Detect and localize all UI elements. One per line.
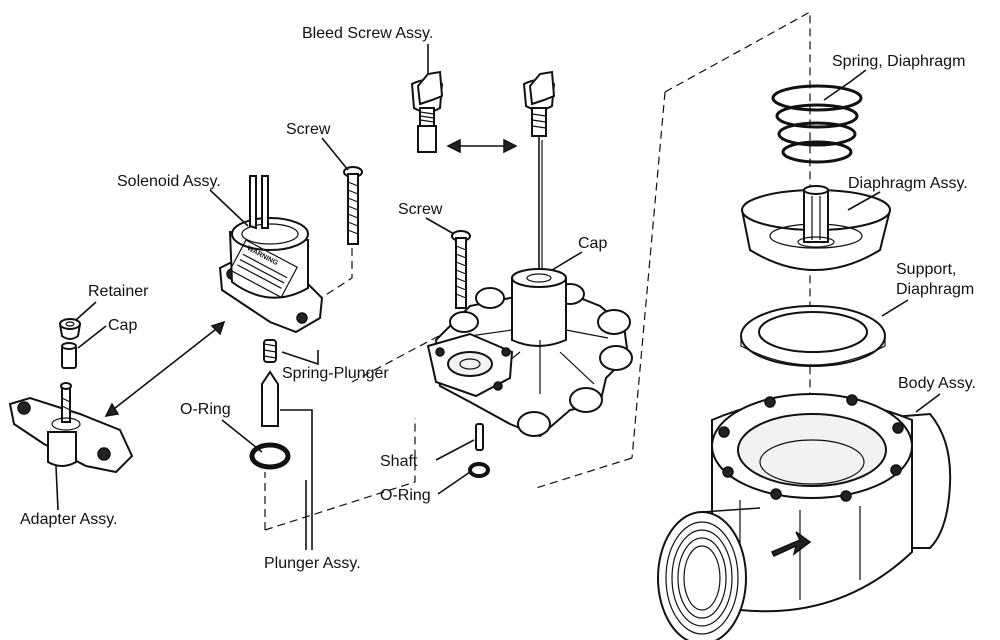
cap-left-part bbox=[61, 342, 77, 369]
double-arrow-bleed bbox=[446, 138, 518, 154]
support-diaphragm-part bbox=[740, 305, 886, 367]
label-body-assy: Body Assy. bbox=[898, 375, 976, 392]
shaft-part bbox=[475, 423, 484, 451]
plunger-assy-part bbox=[261, 370, 279, 427]
screw-center-part bbox=[451, 230, 471, 309]
label-o-ring-center: O-Ring bbox=[380, 487, 431, 504]
label-adapter: Adapter Assy. bbox=[20, 511, 118, 528]
bleed-screw-right bbox=[522, 70, 556, 270]
label-diaphragm-assy: Diaphragm Assy. bbox=[848, 175, 968, 192]
label-support-line2: Diaphragm bbox=[896, 281, 974, 298]
adapter-assy-part bbox=[8, 382, 134, 474]
body-assy-part bbox=[657, 393, 952, 640]
part-labels: Bleed Screw Assy. Spring, Diaphragm Diap… bbox=[20, 25, 976, 572]
leader-lines bbox=[55, 44, 941, 550]
diaphragm-assy-part bbox=[740, 185, 892, 271]
label-screw-center: Screw bbox=[398, 201, 443, 218]
retainer-part bbox=[58, 318, 82, 340]
solenoid-assy-part: WARNING bbox=[218, 175, 324, 334]
screw-left-part bbox=[343, 166, 363, 245]
label-spring-diaphragm: Spring, Diaphragm bbox=[832, 53, 965, 70]
label-retainer: Retainer bbox=[88, 283, 149, 300]
double-arrow-adapter bbox=[104, 320, 226, 417]
bleed-screw-left bbox=[410, 70, 444, 153]
label-screw-left: Screw bbox=[286, 121, 331, 138]
spring-plunger-part bbox=[263, 339, 277, 363]
o-ring-left-part bbox=[249, 442, 291, 470]
label-plunger: Plunger Assy. bbox=[264, 555, 361, 572]
label-spring-plunger: Spring-Plunger bbox=[282, 365, 389, 382]
label-cap-left: Cap bbox=[108, 317, 137, 334]
label-cap-center: Cap bbox=[578, 235, 607, 252]
label-bleed-screw: Bleed Screw Assy. bbox=[302, 25, 433, 42]
cap-center-part bbox=[426, 268, 633, 438]
spring-diaphragm-part bbox=[771, 84, 863, 164]
label-solenoid: Solenoid Assy. bbox=[117, 173, 221, 190]
label-support-line1: Support, bbox=[896, 261, 956, 278]
o-ring-center-part bbox=[468, 462, 490, 478]
label-shaft: Shaft bbox=[380, 453, 418, 470]
label-o-ring-left: O-Ring bbox=[180, 401, 231, 418]
